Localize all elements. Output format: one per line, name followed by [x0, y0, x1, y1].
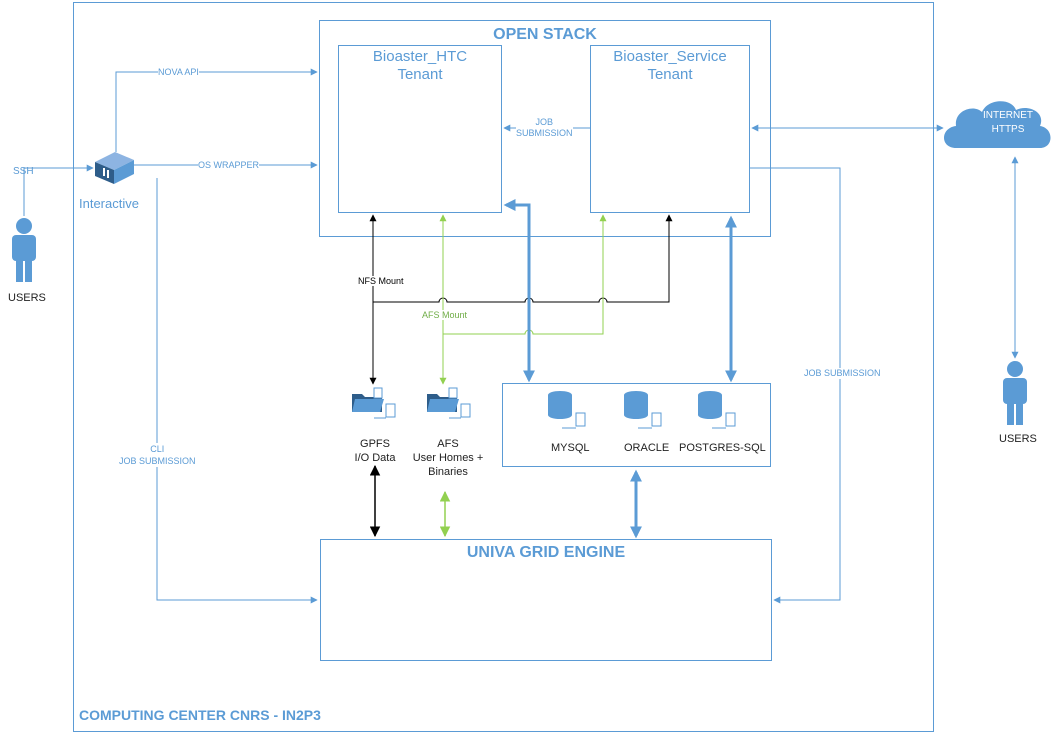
afs-label: AFS User Homes + Binaries: [412, 438, 484, 478]
nfs-mount-service: [373, 214, 673, 303]
univa-grid-engine-box: [320, 539, 772, 661]
internet-cloud-icon: [944, 101, 1051, 148]
nfs-mount-label: NFS Mount: [358, 276, 404, 286]
postgres-label: POSTGRES-SQL: [679, 442, 766, 454]
job-submission-label: JOB SUBMISSION: [516, 117, 573, 139]
bioaster-htc-tenant-label: Bioaster_HTC Tenant: [372, 48, 468, 83]
databases-box: [502, 383, 771, 467]
job-submission-right-connection: [750, 167, 841, 604]
mysql-label: MYSQL: [551, 442, 590, 454]
user-right-icon: [1003, 361, 1027, 425]
mysql-database-icon: [548, 391, 586, 429]
users-right-label: USERS: [999, 433, 1037, 445]
interactive-label: Interactive: [79, 196, 139, 211]
bioaster-htc-tenant[interactable]: [338, 45, 502, 213]
cli-job-submission-label: CLI JOB SUBMISSION: [119, 443, 196, 467]
oracle-database-icon: [624, 391, 662, 429]
afs-mount-label: AFS Mount: [422, 310, 468, 320]
ssh-label: SSH: [13, 166, 34, 177]
htc-db-connection: [503, 199, 535, 383]
postgres-database-icon: [698, 391, 736, 429]
os-wrapper-label: OS WRAPPER: [198, 160, 260, 171]
user-left-icon: [12, 218, 36, 282]
univa-grid-engine-title: UNIVA GRID ENGINE: [466, 544, 626, 561]
bioaster-service-tenant[interactable]: [590, 45, 750, 213]
computing-center-label: COMPUTING CENTER CNRS - IN2P3: [79, 707, 321, 723]
cli-job-submission-connection: [156, 178, 318, 604]
nova-api-label: NOVA API: [158, 67, 199, 78]
users-left-label: USERS: [8, 292, 46, 304]
openstack-title: OPEN STACK: [493, 26, 597, 43]
internet-label: INTERNET HTTPS: [983, 110, 1033, 135]
nova-api-connection: [115, 68, 318, 152]
oracle-label: ORACLE: [624, 442, 670, 454]
bioaster-service-tenant-label: Bioaster_Service Tenant: [613, 48, 727, 83]
gpfs-folder-icon: [352, 387, 396, 419]
interactive-server-icon: [95, 152, 134, 184]
afs-folder-icon: [427, 387, 471, 419]
gpfs-label: GPFS I/O Data: [354, 438, 396, 464]
job-submission-right-label: JOB SUBMISSION: [804, 368, 881, 379]
computing-center-boundary: [73, 2, 934, 732]
